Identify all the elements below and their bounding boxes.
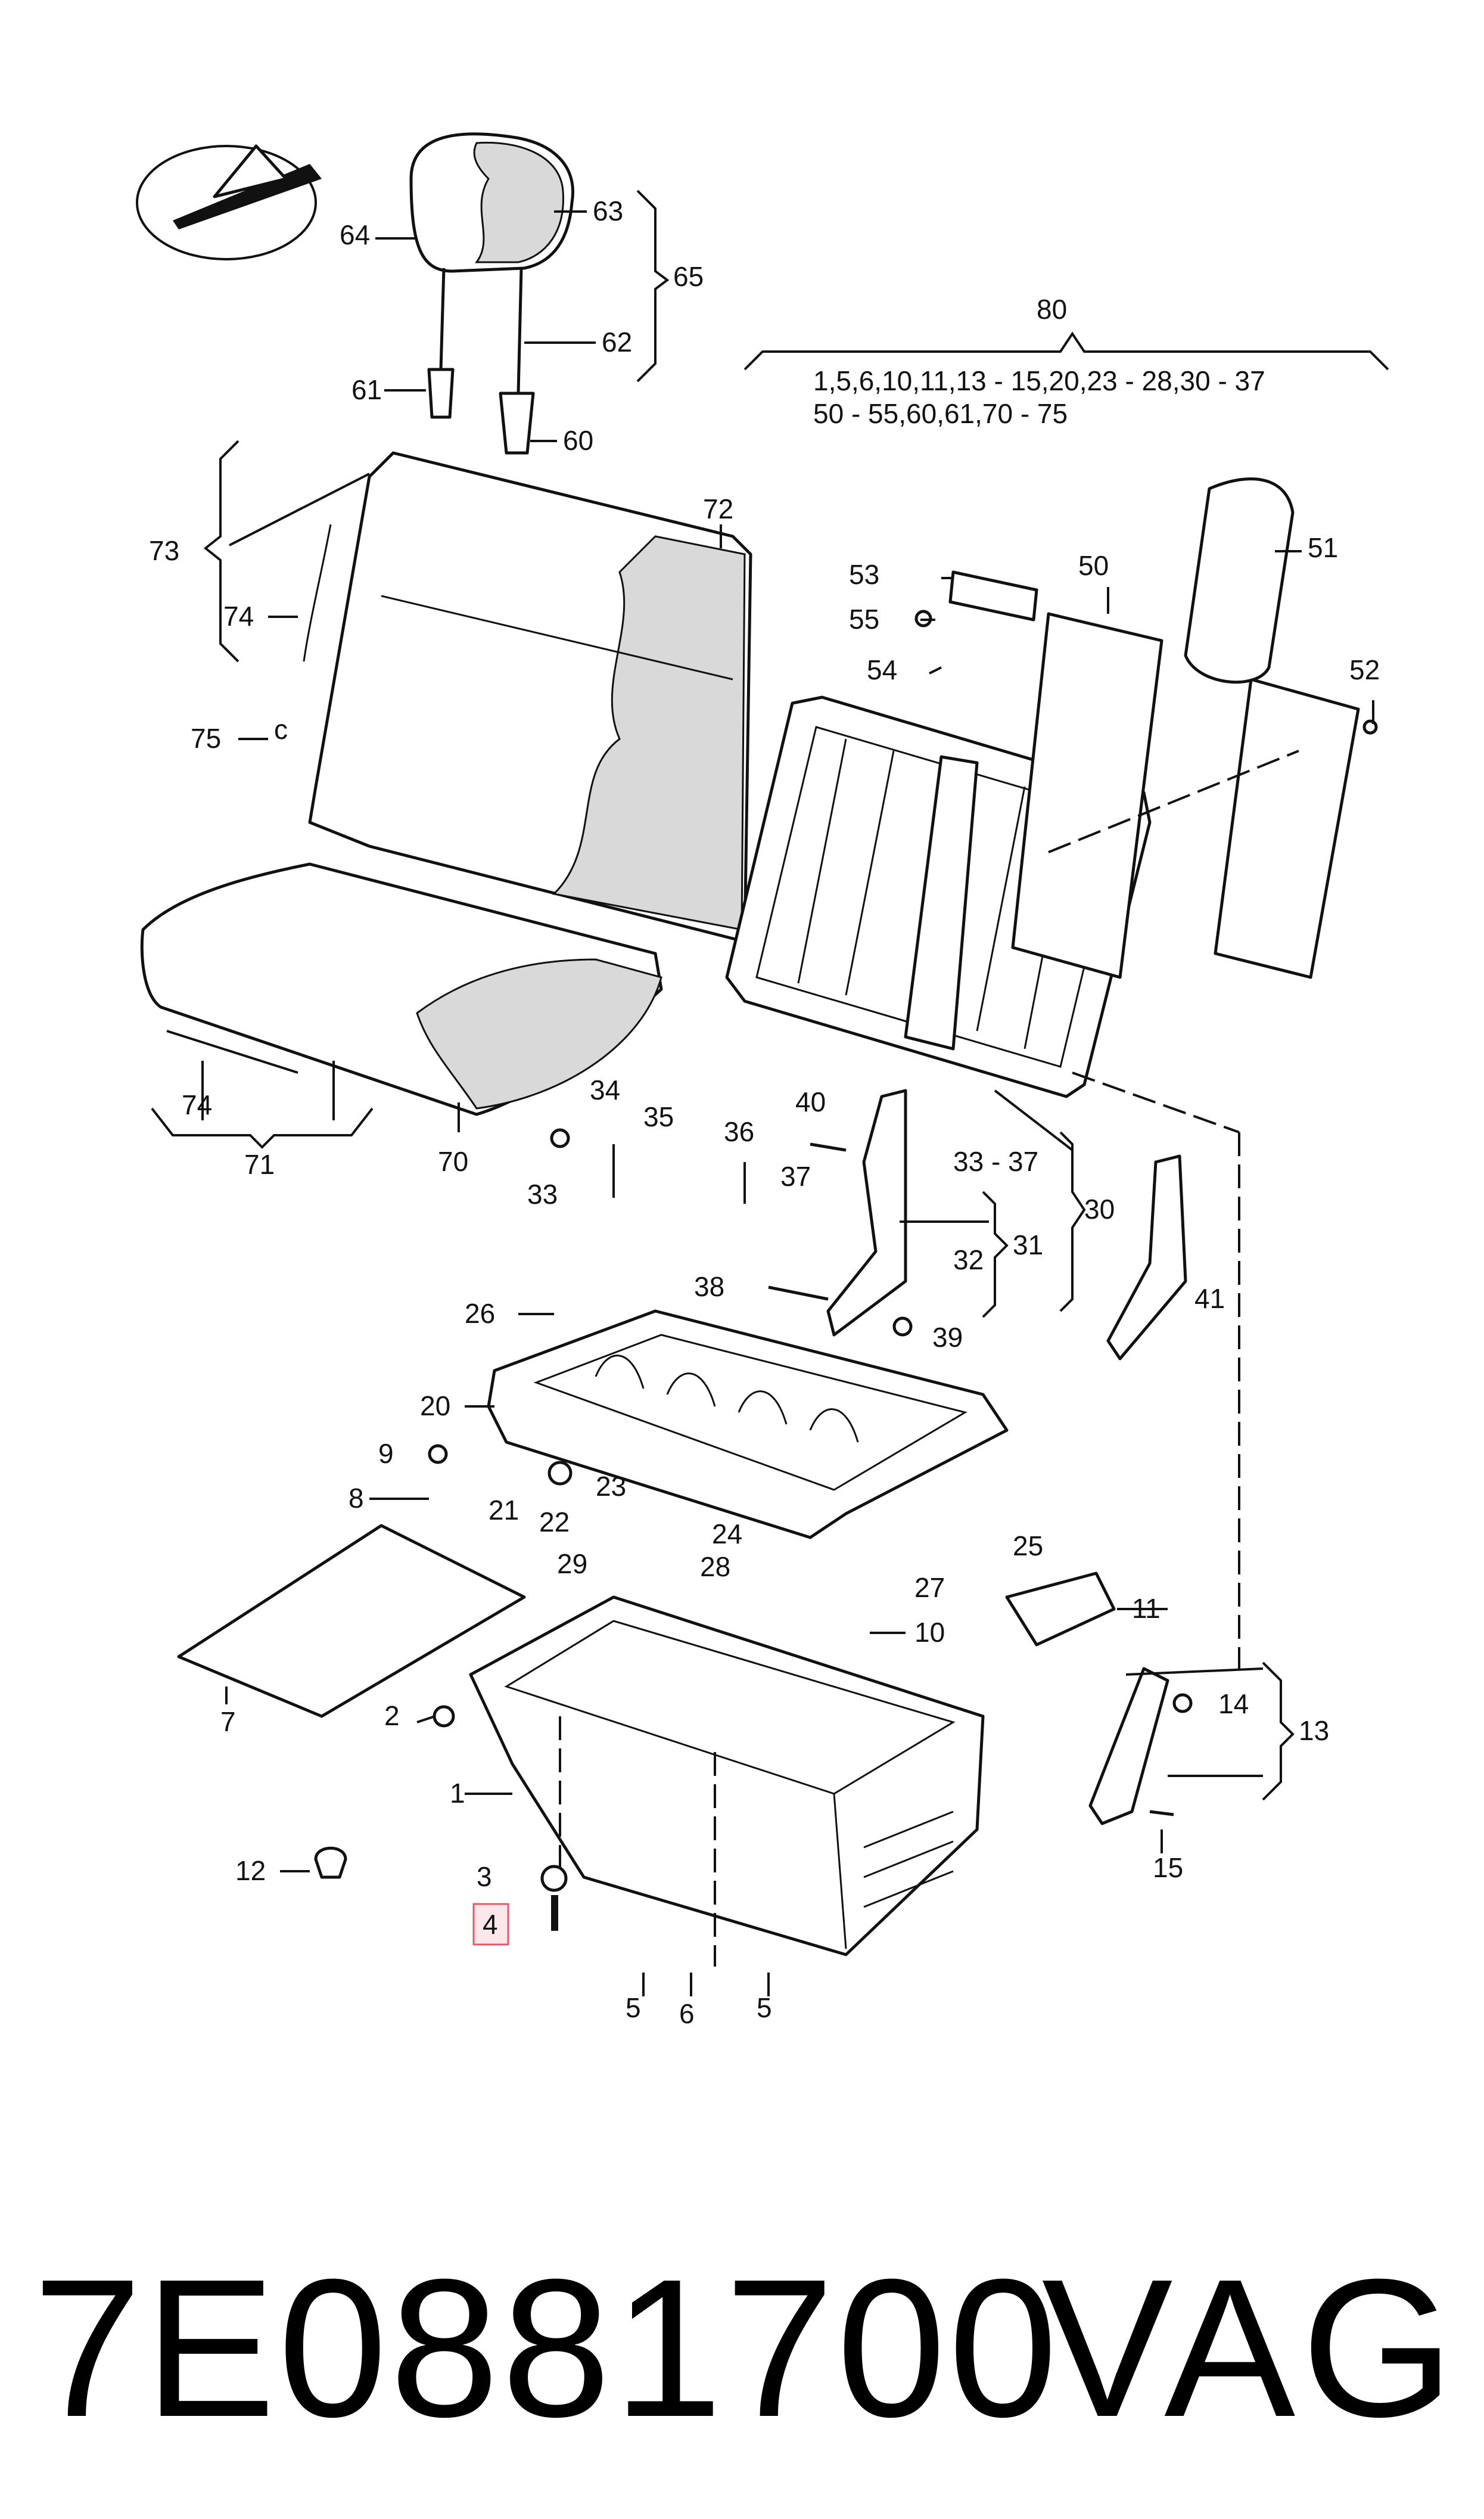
label-63: 63	[593, 195, 623, 226]
seat-cushion	[140, 862, 663, 1116]
label-64: 64	[340, 219, 370, 250]
label-4-highlighted: 4	[483, 1909, 498, 1940]
label-33: 33	[527, 1179, 558, 1210]
part-number: 7E0881700	[33, 2238, 1060, 2458]
label-8: 8	[349, 1483, 364, 1514]
back-panel	[1011, 612, 1163, 979]
exploded-parts-diagram: 64 63 65 62 61 60 73 74 75 c 72 80 1,5,6…	[136, 132, 1389, 2029]
label-5-left: 5	[626, 1992, 641, 2023]
label-25: 25	[1013, 1530, 1043, 1561]
label-60: 60	[563, 425, 593, 456]
label-40: 40	[795, 1086, 826, 1117]
headrest	[409, 132, 574, 455]
group-braces	[151, 190, 1389, 1801]
label-53: 53	[849, 559, 879, 590]
hinge-bracket	[826, 1089, 907, 1337]
label-29: 29	[557, 1548, 587, 1579]
label-2: 2	[384, 1700, 400, 1731]
label-61: 61	[351, 374, 382, 405]
label-55: 55	[849, 604, 879, 635]
label-54: 54	[867, 654, 897, 685]
storage-box	[469, 1595, 985, 1956]
label-80-line2: 50 - 55,60,61,70 - 75	[813, 398, 1068, 429]
label-11: 11	[1132, 1593, 1161, 1624]
label-51: 51	[1308, 532, 1338, 563]
label-13: 13	[1299, 1715, 1329, 1746]
label-39: 39	[932, 1322, 963, 1353]
label-27: 27	[914, 1572, 945, 1603]
highlight-box	[472, 1903, 509, 1946]
label-21: 21	[489, 1495, 519, 1526]
fasteners	[314, 610, 1378, 1931]
label-38: 38	[694, 1271, 724, 1302]
label-12: 12	[235, 1855, 266, 1886]
label-23: 23	[596, 1471, 626, 1502]
label-7: 7	[220, 1706, 236, 1737]
label-74-seat: 74	[182, 1089, 212, 1120]
label-32: 32	[953, 1244, 984, 1275]
label-62: 62	[602, 327, 632, 358]
label-9: 9	[378, 1438, 394, 1469]
label-33-37: 33 - 37	[953, 1146, 1038, 1177]
backrest-cushion	[303, 451, 752, 943]
label-65: 65	[673, 261, 704, 292]
label-34: 34	[590, 1074, 620, 1105]
label-14: 14	[1218, 1688, 1249, 1719]
label-5-right: 5	[757, 1992, 772, 2023]
seat-pan	[177, 1524, 526, 1718]
label-35: 35	[643, 1101, 674, 1132]
label-50: 50	[1078, 550, 1109, 581]
label-6: 6	[679, 1998, 695, 2029]
label-3: 3	[477, 1861, 492, 1892]
label-41: 41	[1194, 1283, 1225, 1314]
label-22: 22	[539, 1507, 570, 1538]
label-37: 37	[780, 1161, 811, 1192]
label-73: 73	[149, 535, 179, 566]
label-24: 24	[712, 1518, 742, 1549]
label-80: 80	[1037, 294, 1067, 325]
side-bracket	[1088, 1667, 1169, 1825]
label-28: 28	[700, 1551, 730, 1582]
back-panel-lower	[1214, 678, 1360, 979]
label-36: 36	[724, 1116, 754, 1147]
orientation-logo-icon	[136, 144, 322, 260]
label-52: 52	[1349, 654, 1380, 685]
brand-name: VAG	[1041, 2238, 1460, 2458]
label-30: 30	[1084, 1194, 1115, 1225]
clip-c-icon: c	[274, 714, 288, 745]
side-trim	[1106, 1154, 1187, 1361]
label-20: 20	[420, 1390, 450, 1421]
label-10: 10	[914, 1617, 945, 1648]
cover-panel	[1184, 477, 1295, 684]
label-72: 72	[703, 493, 733, 524]
leader-lines	[201, 210, 1374, 1996]
label-31: 31	[1013, 1229, 1043, 1260]
label-80-line1: 1,5,6,10,11,13 - 15,20,23 - 28,30 - 37	[813, 365, 1265, 396]
label-1: 1	[450, 1778, 465, 1809]
seat-frame	[487, 1309, 1009, 1539]
label-15: 15	[1153, 1852, 1183, 1883]
clip	[1005, 1571, 1116, 1647]
label-26: 26	[465, 1298, 495, 1329]
label-71: 71	[244, 1149, 275, 1180]
release-handle	[948, 570, 1038, 622]
label-70: 70	[438, 1146, 468, 1177]
label-74-back: 74	[223, 601, 254, 632]
label-75: 75	[191, 723, 221, 754]
